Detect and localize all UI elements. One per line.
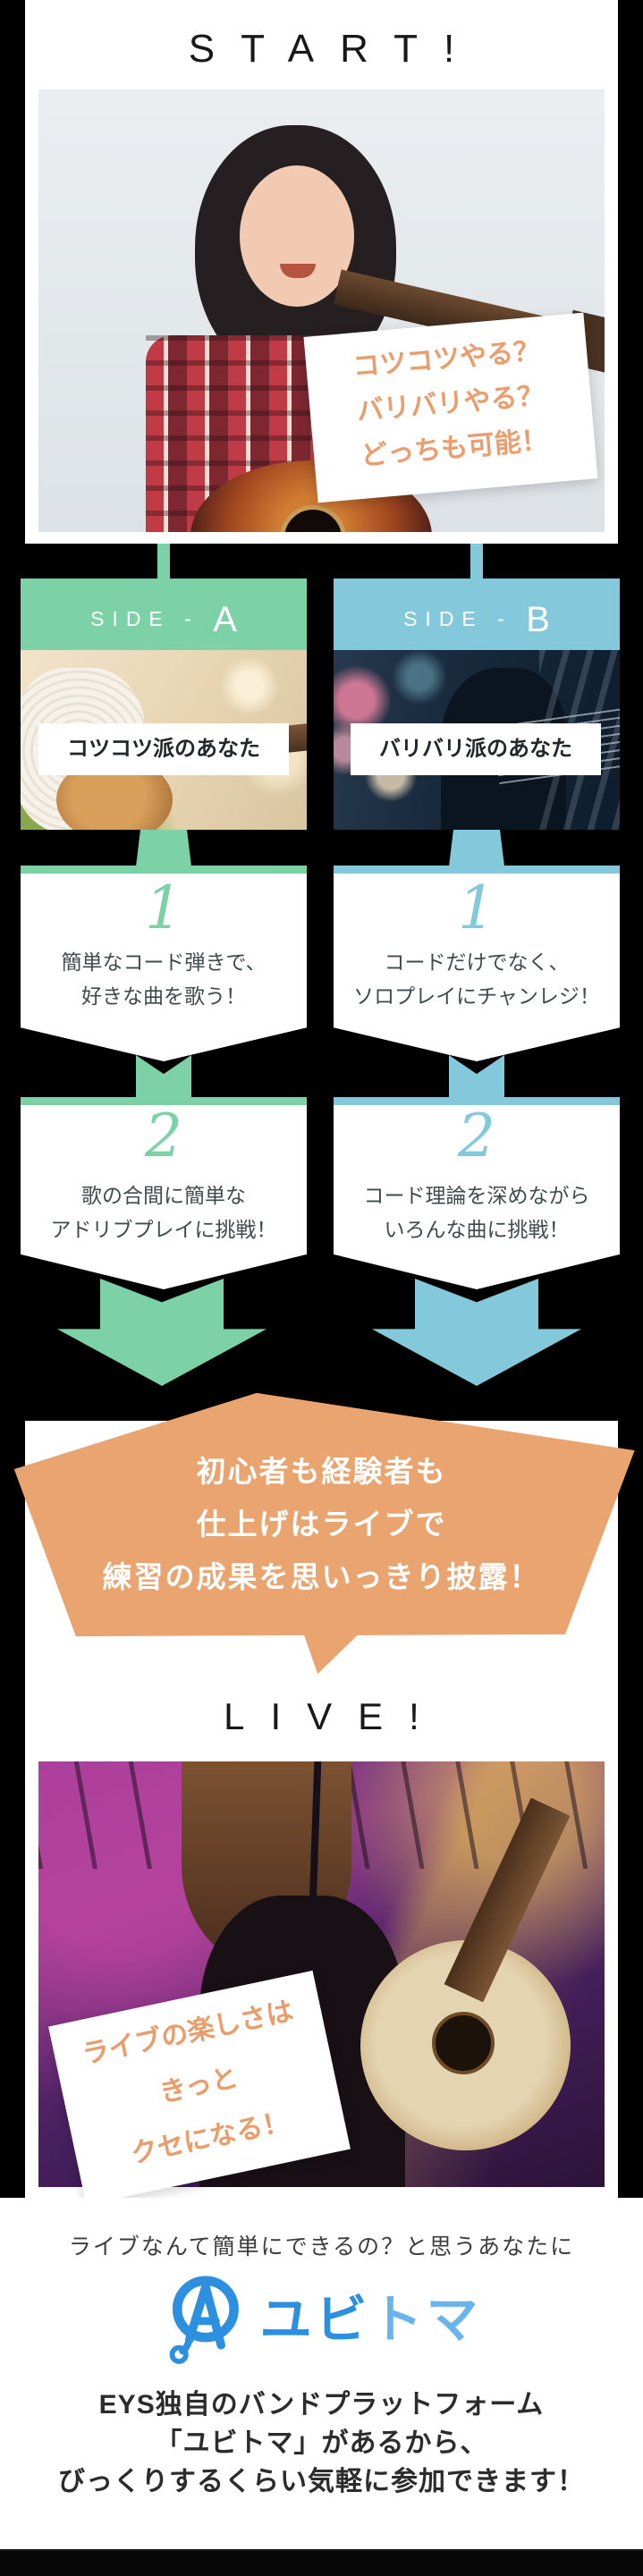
footer-section-panel bbox=[0, 2198, 643, 2549]
side-a-connector-2 bbox=[136, 1055, 191, 1097]
yubitoma-logo-icon bbox=[161, 2271, 247, 2370]
footer-description-line: 「ユビトマ」があるから、 bbox=[155, 2428, 488, 2458]
photo-smile-shape bbox=[280, 264, 316, 278]
side-b-connector-top bbox=[470, 544, 483, 579]
side-b-connector-1 bbox=[449, 830, 504, 866]
footer-description-line: びっくりするくらい気軽に参加できます！ bbox=[58, 2467, 585, 2496]
side-a-photo: コツコツ派のあなた bbox=[21, 650, 307, 830]
side-a-persona-label: コツコツ派のあなた bbox=[38, 723, 289, 775]
finale-line: 練習の成果を思いっきり披露！ bbox=[102, 1560, 541, 1593]
side-b-banner-label: SIDE - B bbox=[403, 600, 550, 639]
side-b-step2-topbar bbox=[334, 1097, 620, 1105]
start-note-card: コツコツやる？ バリバリやる？ どっちも可能！ bbox=[303, 312, 598, 503]
side-a-step1-card: 1 簡単なコード弾きで、 好きな曲を歌う！ bbox=[21, 866, 307, 1061]
side-a-step2-line: アドリブプレイに挑戦！ bbox=[50, 1218, 277, 1241]
side-b-step2-line: いろんな曲に挑戦！ bbox=[384, 1218, 570, 1241]
side-b-down-arrow-icon bbox=[372, 1279, 581, 1386]
live-photo-soundhole-shape bbox=[432, 2012, 495, 2074]
side-a-step1-line: 簡単なコード弾きで、 bbox=[61, 950, 267, 974]
side-a-step2-card: 2 歌の合間に簡単な アドリブプレイに挑戦！ bbox=[21, 1097, 307, 1289]
start-heading: START! bbox=[188, 27, 481, 71]
side-b-connector-2 bbox=[449, 1055, 504, 1097]
yubitoma-brand-text: ユビトマ bbox=[259, 2291, 482, 2349]
side-a-connector-1 bbox=[136, 830, 191, 866]
finale-message: 初心者も経験者も 仕上げはライブで 練習の成果を思いっきり披露！ bbox=[0, 1445, 643, 1603]
photo-face-shape bbox=[240, 165, 354, 307]
side-b-step1-line: コードだけでなく、 bbox=[384, 950, 570, 974]
side-a-step1-number: 1 bbox=[145, 874, 182, 942]
live-heading: LIVE! bbox=[224, 1695, 445, 1737]
side-b-step1-card: 1 コードだけでなく、 ソロプレイにチャンレジ！ bbox=[334, 866, 620, 1061]
side-a-banner-label: SIDE - A bbox=[90, 600, 237, 639]
side-b-step2-line: コード理論を深めながら bbox=[363, 1184, 590, 1207]
side-a-step2-number: 2 bbox=[145, 1102, 182, 1170]
side-a-step1-topbar bbox=[21, 866, 307, 874]
side-a-step2-topbar bbox=[21, 1097, 307, 1105]
footer-description-line: EYS独自のバンドプラットフォーム bbox=[98, 2390, 545, 2420]
side-a-step1-line: 好きな曲を歌う！ bbox=[81, 984, 246, 1008]
footer-lead-text: ライブなんて簡単にできるの？と思うあなたに bbox=[68, 2234, 575, 2259]
finale-speech-bubble bbox=[13, 1392, 635, 1675]
bottom-dark-band bbox=[0, 2549, 643, 2576]
side-b-step1-line: ソロプレイにチャンレジ！ bbox=[353, 984, 600, 1008]
finale-line: 仕上げはライブで bbox=[196, 1508, 447, 1541]
side-a-connector-top bbox=[157, 544, 170, 579]
side-b-step1-topbar bbox=[334, 866, 620, 874]
footer-description: EYS独自のバンドプラットフォーム 「ユビトマ」があるから、 びっくりするくらい… bbox=[0, 2386, 643, 2501]
finale-line: 初心者も経験者も bbox=[196, 1455, 447, 1488]
side-b-persona-label: バリバリ派のあなた bbox=[351, 723, 601, 775]
side-b-step1-number: 1 bbox=[458, 874, 495, 942]
side-a-step2-line: 歌の合間に簡単な bbox=[81, 1184, 246, 1207]
side-a-down-arrow-icon bbox=[57, 1279, 267, 1386]
side-b-step2-card: 2 コード理論を深めながら いろんな曲に挑戦！ bbox=[334, 1097, 620, 1289]
side-b-step2-number: 2 bbox=[458, 1102, 495, 1170]
yubitoma-logo: ユビトマ bbox=[0, 2271, 643, 2369]
live-photo bbox=[38, 1761, 605, 2187]
side-b-photo: バリバリ派のあなた bbox=[334, 650, 620, 830]
